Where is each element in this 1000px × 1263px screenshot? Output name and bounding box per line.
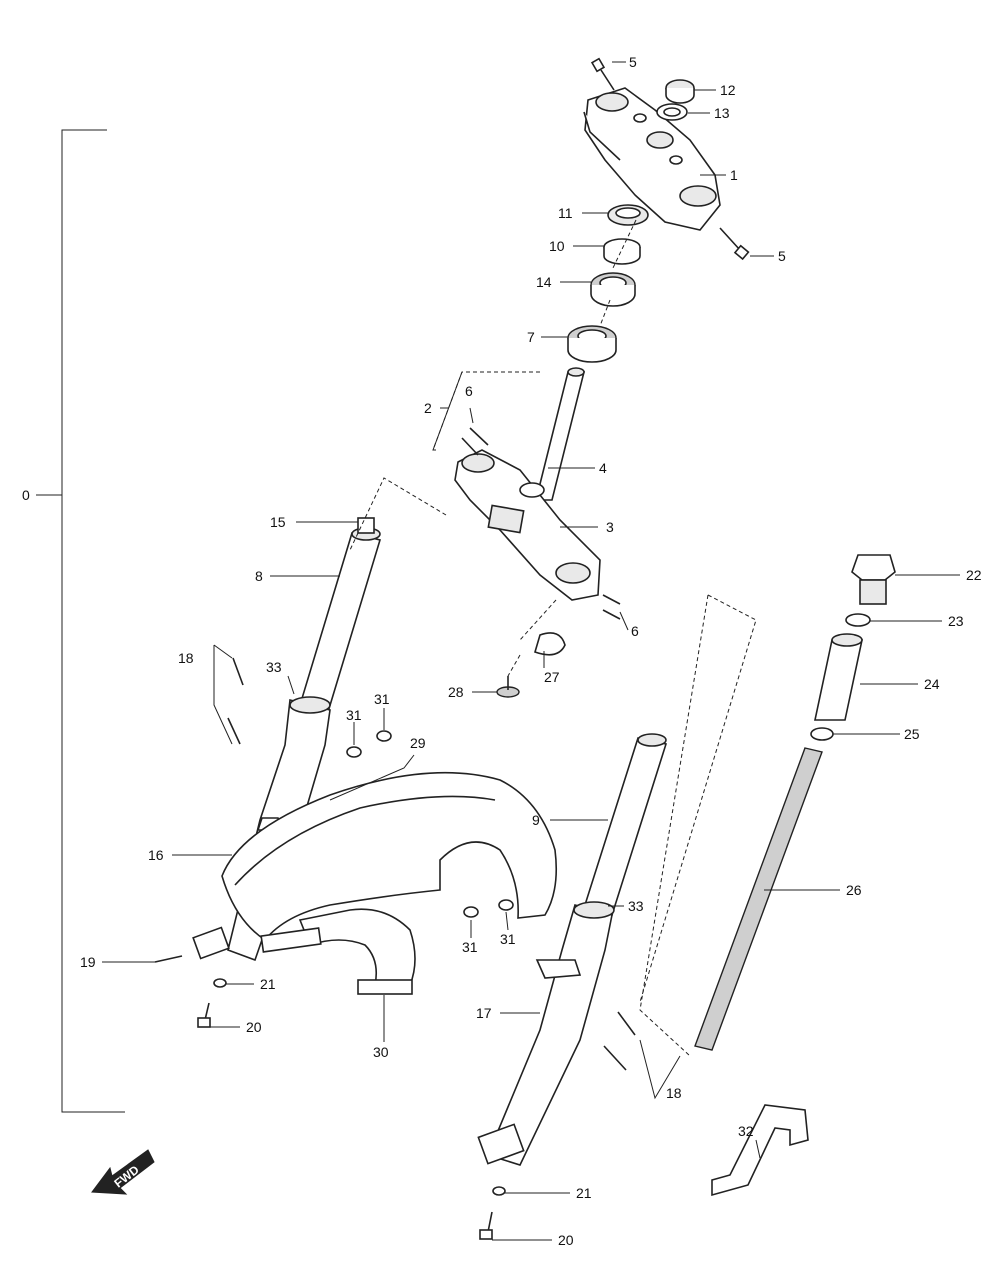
spring-seat-25 bbox=[810, 727, 834, 741]
callout-2: 2 bbox=[424, 400, 432, 416]
callout-0: 0 bbox=[22, 487, 30, 503]
callout-6-lower: 6 bbox=[631, 623, 639, 639]
callout-19: 19 bbox=[80, 954, 96, 970]
callout-20-right: 20 bbox=[558, 1232, 574, 1248]
dust-seal-11 bbox=[607, 204, 649, 226]
callout-18-left: 18 bbox=[178, 650, 194, 666]
bolt-5-top bbox=[590, 57, 615, 91]
callout-20-left: 20 bbox=[246, 1019, 262, 1035]
callout-31-b: 31 bbox=[346, 707, 362, 723]
callout-8: 8 bbox=[255, 568, 263, 584]
front-fender-29 bbox=[221, 771, 558, 942]
fork-cap-bolt-22 bbox=[851, 554, 896, 605]
callout-6-upper: 6 bbox=[465, 383, 473, 399]
lower-triple-clamp-3 bbox=[454, 449, 601, 601]
fork-tube-left-8 bbox=[298, 517, 382, 713]
callout-21-right: 21 bbox=[576, 1185, 592, 1201]
callout-27: 27 bbox=[544, 669, 560, 685]
callout-7: 7 bbox=[527, 329, 535, 345]
bolt-20-right bbox=[479, 1211, 493, 1240]
bolt-20-left bbox=[197, 1002, 211, 1028]
fender-bracket-30 bbox=[260, 908, 416, 995]
bolts-18-right bbox=[603, 1011, 636, 1071]
callout-23: 23 bbox=[948, 613, 964, 629]
washer-21-left bbox=[213, 978, 227, 988]
group-brackets bbox=[213, 371, 681, 1100]
bolt-28 bbox=[496, 676, 520, 698]
bracket-32 bbox=[711, 1104, 809, 1197]
hose-clip-27 bbox=[534, 632, 566, 656]
washer-13 bbox=[656, 103, 688, 121]
fork-spring-26 bbox=[694, 747, 823, 1051]
callout-24: 24 bbox=[924, 676, 940, 692]
callout-leaders bbox=[102, 61, 960, 1241]
callout-31-c: 31 bbox=[462, 939, 478, 955]
callout-18-right: 18 bbox=[666, 1085, 682, 1101]
fork-leg-right-17 bbox=[477, 901, 615, 1166]
callout-22: 22 bbox=[966, 567, 982, 583]
bolts-6-upper bbox=[461, 427, 489, 456]
callout-9: 9 bbox=[532, 812, 540, 828]
fork-tube-right-9 bbox=[582, 733, 668, 916]
callout-labels: 0 5 12 13 1 11 10 5 14 7 6 2 4 15 3 8 6 … bbox=[22, 54, 982, 1248]
bolts-18-left bbox=[227, 657, 244, 745]
callout-17: 17 bbox=[476, 1005, 492, 1021]
o-ring-23 bbox=[845, 613, 871, 627]
callout-31-d: 31 bbox=[500, 931, 516, 947]
callout-5-side: 5 bbox=[778, 248, 786, 264]
washer-21-right bbox=[492, 1186, 506, 1196]
callout-5-top: 5 bbox=[629, 54, 637, 70]
upper-triple-clamp bbox=[583, 87, 721, 231]
callout-28: 28 bbox=[448, 684, 464, 700]
bolts-6-lower bbox=[602, 594, 621, 620]
callout-21-left: 21 bbox=[260, 976, 276, 992]
callout-16: 16 bbox=[148, 847, 164, 863]
callout-11: 11 bbox=[558, 205, 573, 221]
washers-31 bbox=[346, 730, 514, 918]
callout-10: 10 bbox=[549, 238, 565, 254]
callout-33-right: 33 bbox=[628, 898, 644, 914]
callout-25: 25 bbox=[904, 726, 920, 742]
lock-nut-10 bbox=[603, 238, 641, 265]
callout-31-a: 31 bbox=[374, 691, 390, 707]
fwd-arrow-icon: FWD bbox=[91, 1149, 155, 1195]
callout-15: 15 bbox=[270, 514, 286, 530]
callout-3: 3 bbox=[606, 519, 614, 535]
assembly-bracket-0 bbox=[36, 129, 125, 1113]
callout-4: 4 bbox=[599, 460, 607, 476]
callout-29: 29 bbox=[410, 735, 426, 751]
callout-33-left: 33 bbox=[266, 659, 282, 675]
callout-26: 26 bbox=[846, 882, 862, 898]
callout-13: 13 bbox=[714, 105, 730, 121]
bolt-19 bbox=[154, 955, 183, 963]
spacer-tube-24 bbox=[814, 633, 863, 721]
callout-12: 12 bbox=[720, 82, 736, 98]
steering-stem-4 bbox=[534, 367, 586, 501]
cap-12 bbox=[665, 79, 695, 104]
bolt-5-side bbox=[719, 227, 750, 261]
callout-14: 14 bbox=[536, 274, 552, 290]
callout-32: 32 bbox=[738, 1123, 754, 1139]
bearing-14 bbox=[590, 272, 636, 307]
bearing-7 bbox=[567, 325, 617, 363]
callout-30: 30 bbox=[373, 1044, 389, 1060]
callout-1: 1 bbox=[730, 167, 738, 183]
